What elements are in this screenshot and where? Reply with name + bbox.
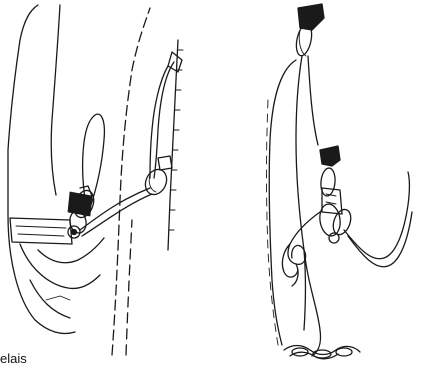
left-belay-scene bbox=[8, 5, 183, 355]
right-wall-edge bbox=[267, 100, 279, 345]
top-bolt-plate bbox=[298, 4, 324, 30]
caption-label: elais bbox=[0, 351, 27, 367]
harness-belt bbox=[10, 218, 72, 244]
rope-loop-left bbox=[269, 60, 296, 345]
belay-device bbox=[68, 186, 97, 238]
climber-body bbox=[8, 5, 75, 334]
rope-to-right bbox=[344, 172, 410, 259]
rope-coil-bottom bbox=[284, 346, 360, 359]
lower-carabiner bbox=[141, 166, 170, 198]
lower-bolt-hanger bbox=[158, 156, 172, 170]
rock-wall-edge bbox=[112, 8, 150, 355]
right-anchor-scene bbox=[267, 4, 413, 359]
middle-bolt-hanger bbox=[320, 146, 340, 166]
main-rope-strand bbox=[296, 56, 306, 330]
